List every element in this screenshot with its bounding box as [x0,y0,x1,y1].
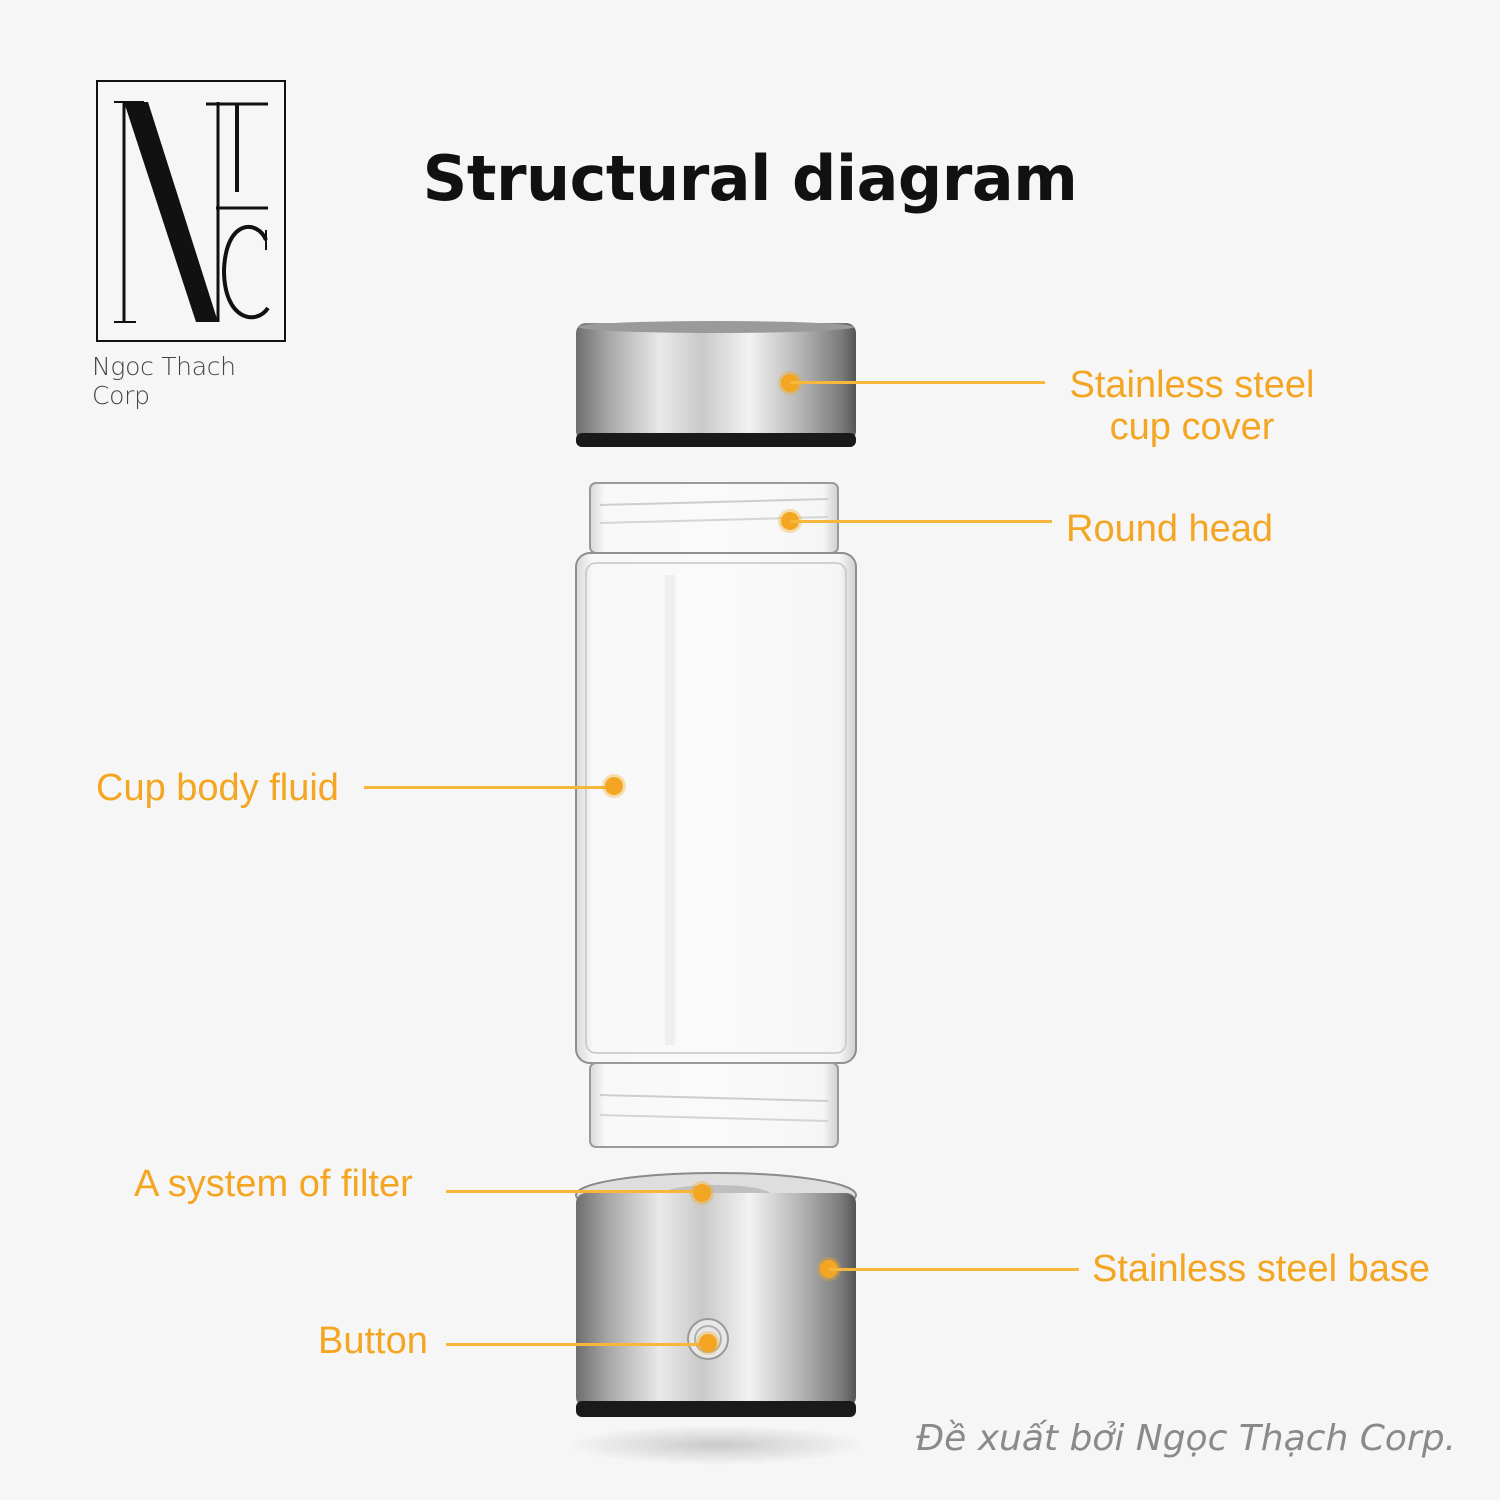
page-title: Structural diagram [0,142,1500,215]
cup-body-leader-line [364,786,614,789]
cup-cover-leader-line [790,381,1045,384]
brand-name: Ngoc Thach Corp [92,352,236,410]
cup-body-label: Cup body fluid [96,767,339,809]
base-label: Stainless steel base [1092,1248,1430,1290]
cup-cover-label-line1: Stainless steel [1069,364,1315,406]
cup-body-callout-dot [605,777,623,795]
button-callout-dot [699,1334,717,1352]
hydrogen-water-bottle-illustration [566,321,866,1465]
button-label: Button [318,1320,428,1362]
filter-leader-line [446,1190,702,1193]
base-part [566,1172,866,1465]
cup-cover-part [576,321,856,447]
round-head-label: Round head [1066,508,1274,550]
cup-cover-label-line2: cup cover [1109,406,1275,448]
filter-label: A system of filter [134,1163,413,1205]
button-leader-line [446,1343,708,1346]
glass-body-part [575,482,857,1148]
round-head-leader-line [790,520,1052,523]
cup-cover-label: Stainless steel cup cover [1058,364,1326,448]
base-leader-line [829,1268,1079,1271]
title-text: Structural diagram [422,142,1078,215]
ntc-monogram-logo [114,101,270,323]
filter-callout-dot [693,1184,711,1202]
watermark-text: Đề xuất bởi Ngọc Thạch Corp. [916,1418,1456,1459]
